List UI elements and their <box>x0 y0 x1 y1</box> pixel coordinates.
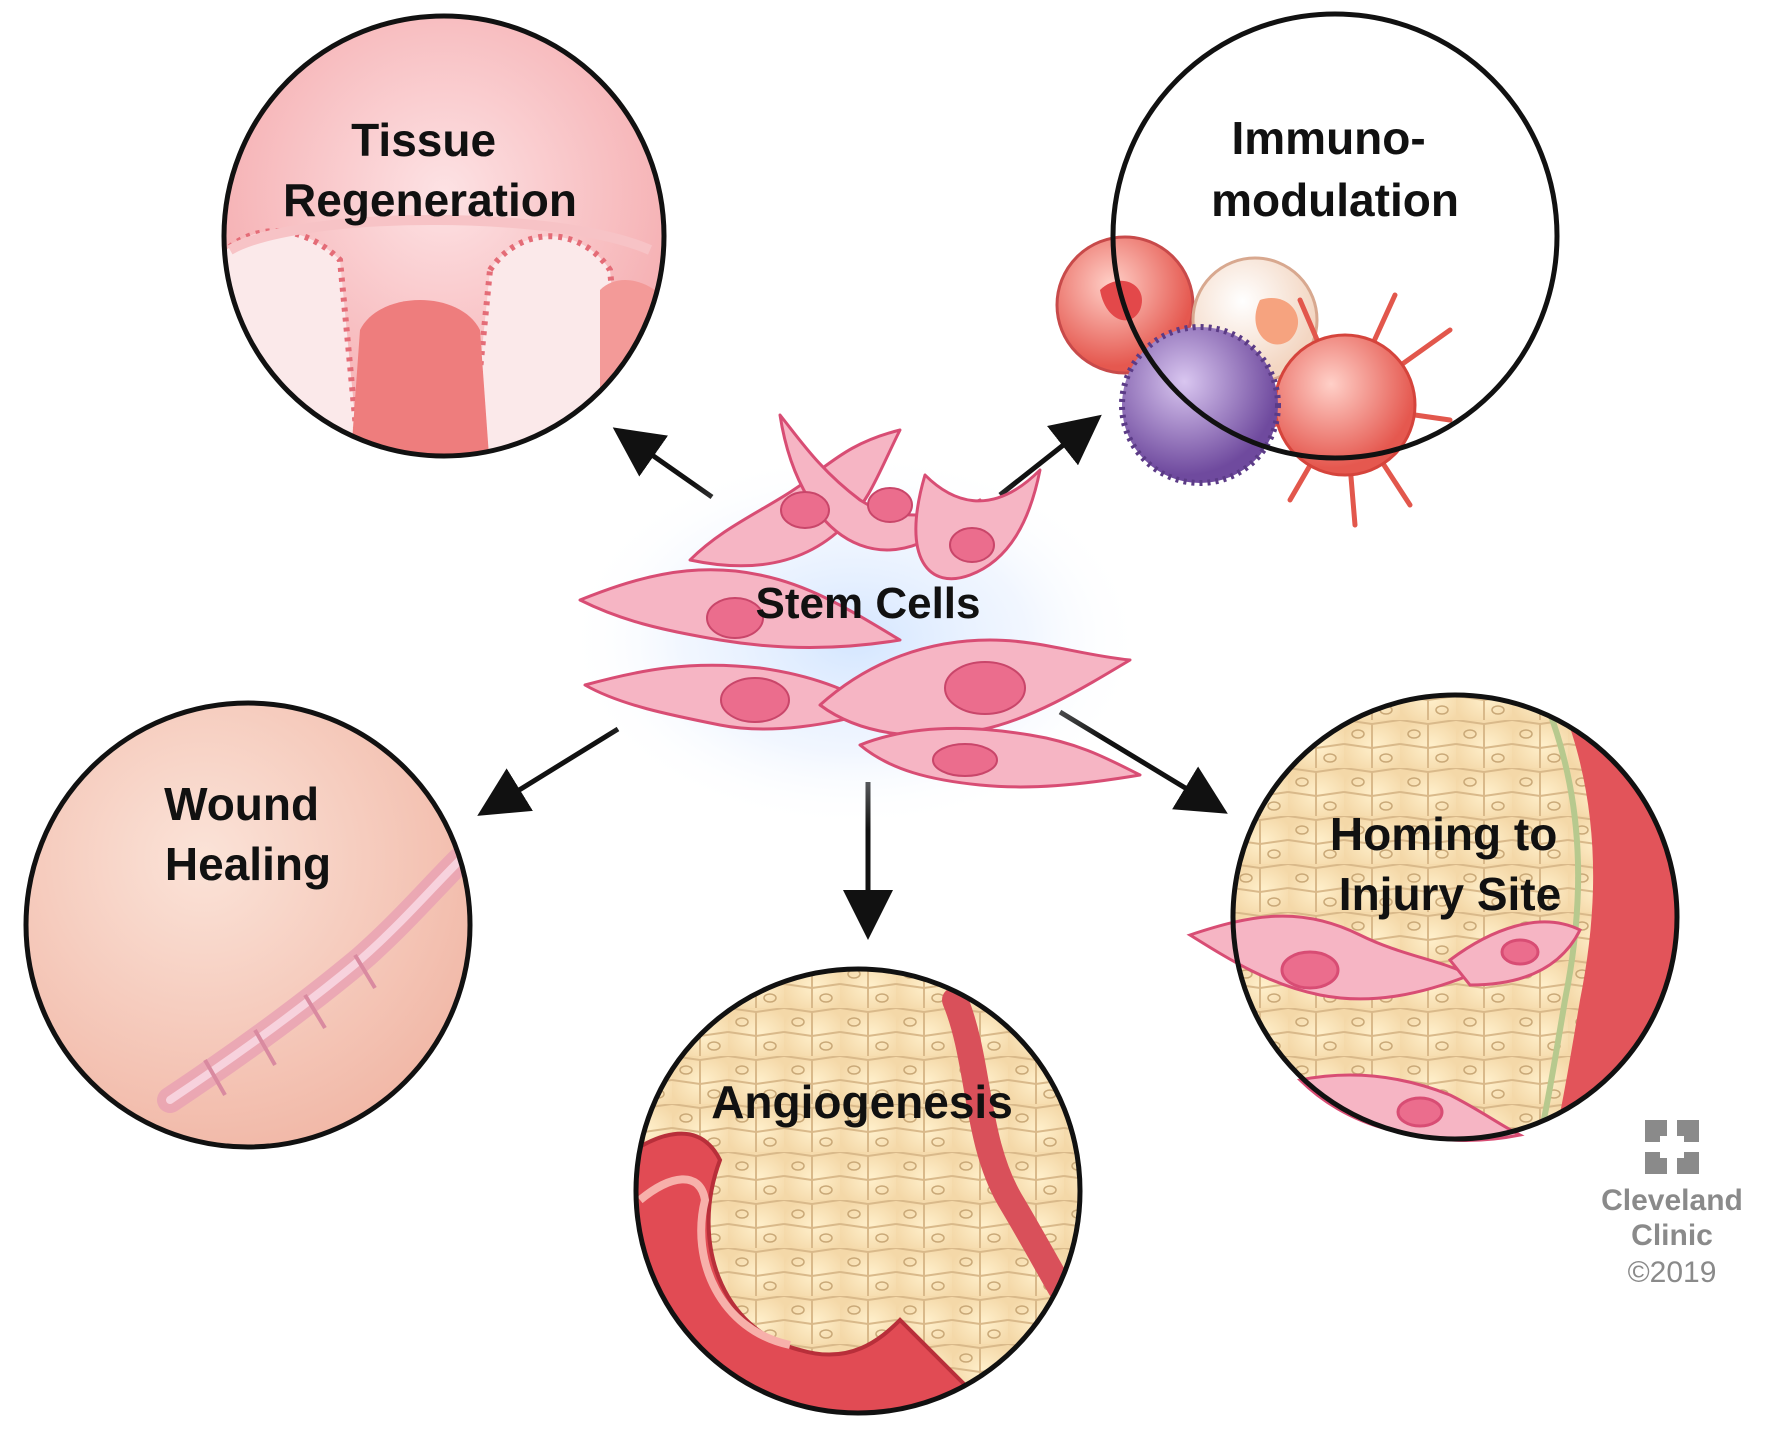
nucleus <box>949 527 995 563</box>
migrating-stem-cells <box>1186 914 1583 1142</box>
svg-text:Homing to Injury Site: Homing to Injury Site <box>1330 808 1570 920</box>
cleveland-clinic-logo-icon <box>1645 1120 1699 1174</box>
immunomodulation-label-line1: Immuno- <box>1232 112 1426 164</box>
purple-immune-cell <box>1119 324 1281 486</box>
homing-label-line1: Homing to <box>1330 808 1557 860</box>
wound-healing-label-line2: Healing <box>165 838 331 890</box>
wound-healing-label-line1: Wound <box>164 778 319 830</box>
logo-line2: Clinic <box>1631 1219 1713 1252</box>
angiogenesis-label: Angiogenesis <box>711 1076 1013 1128</box>
immunomodulation-label-line2: modulation <box>1211 174 1459 226</box>
svg-text:Immuno- modulation: Immuno- modulation <box>1211 112 1459 226</box>
circle-border <box>221 13 667 459</box>
tissue-regeneration-label-line1: Tissue <box>351 114 496 166</box>
circle-border <box>1110 11 1560 461</box>
homing-circle: Homing to Injury Site <box>1186 692 1680 1142</box>
homing-label-line2: Injury Site <box>1339 868 1561 920</box>
tissue-regeneration-label-line2: Regeneration <box>283 174 577 226</box>
circle-border <box>633 966 1083 1416</box>
tissue-regeneration-circle: Tissue Regeneration <box>221 13 667 459</box>
nucleus <box>706 597 764 639</box>
nucleus <box>780 491 830 529</box>
circle-border <box>23 700 473 1150</box>
stem-cells-cluster: Stem Cells <box>565 413 1145 830</box>
logo-line1: Cleveland <box>1601 1184 1743 1217</box>
circle-border <box>1230 692 1680 1142</box>
stem-cell-shape <box>858 726 1142 789</box>
svg-text:Tissue Regeneration: Tissue Regeneration <box>283 114 577 226</box>
arrow-to-wound-healing <box>477 726 620 816</box>
immunomodulation-circle: Immuno- modulation <box>1055 11 1560 528</box>
angiogenesis-circle: Angiogenesis <box>633 966 1083 1416</box>
nucleus <box>944 661 1026 715</box>
nucleus <box>720 677 790 723</box>
cleveland-clinic-logo: Cleveland Clinic ©2019 <box>1601 1120 1743 1289</box>
wound-healing-circle: Wound Healing <box>23 700 473 1150</box>
copyright-text: ©2019 <box>1628 1256 1717 1289</box>
stem-cells-label: Stem Cells <box>756 579 981 628</box>
svg-text:Wound Healing: Wound Healing <box>164 778 332 890</box>
stem-cell-shape <box>914 468 1042 581</box>
nucleus <box>867 487 913 523</box>
nucleus <box>932 743 998 777</box>
